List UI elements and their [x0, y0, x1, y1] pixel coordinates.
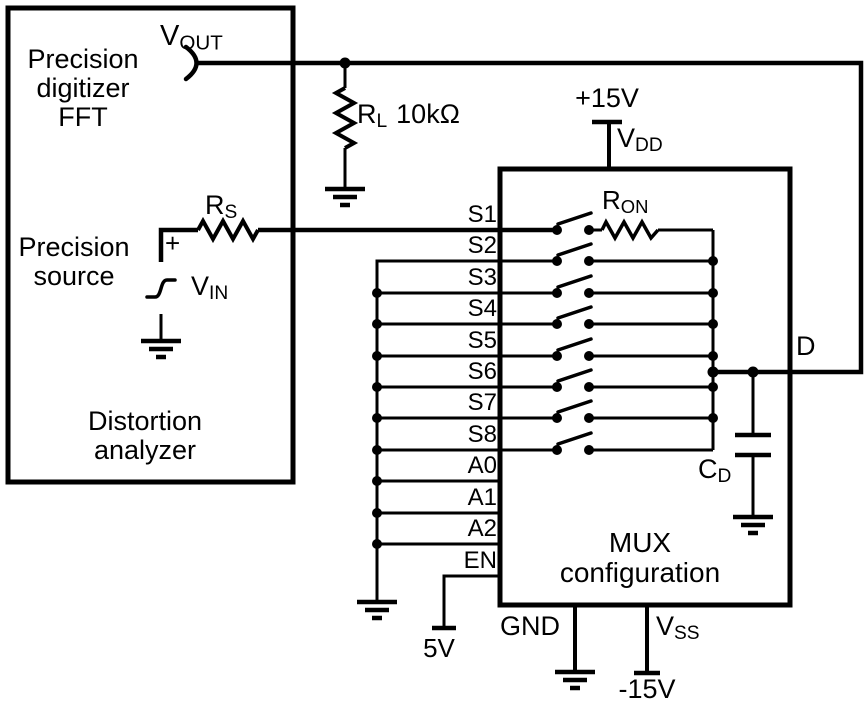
pin-label-s3: S3 — [467, 264, 497, 291]
rl-ground-icon — [325, 186, 365, 208]
pin-label-s4: S4 — [467, 295, 497, 322]
ron-label: RON — [602, 185, 649, 218]
switch-s4-icon — [552, 305, 713, 329]
switch-s5-icon — [552, 337, 713, 361]
input-ground-bus — [375, 259, 557, 602]
en-wire — [442, 574, 500, 628]
switch-s2-icon — [552, 242, 713, 266]
ron-resistor-icon — [600, 218, 660, 242]
switch-s3-icon — [552, 274, 713, 298]
gnd-label: GND — [500, 611, 560, 641]
pin-label-s8: S8 — [467, 421, 497, 448]
vss-label: VSS — [656, 611, 700, 645]
rl-resistor-icon — [331, 86, 359, 150]
pin-label-s5: S5 — [467, 327, 497, 354]
source-plus-sign: + — [165, 228, 181, 258]
junction-dot — [708, 288, 718, 298]
junction-dot — [708, 413, 718, 423]
junction-dot — [372, 413, 382, 423]
pin-label-s1: S1 — [467, 201, 497, 228]
gnd-ground-icon — [555, 669, 595, 691]
junction-dot — [372, 288, 382, 298]
switch-s8-icon — [552, 431, 713, 455]
vout-sub: OUT — [179, 31, 223, 55]
pin-label-s6: S6 — [467, 358, 497, 385]
pin-label-a1: A1 — [467, 484, 497, 511]
bus-ground-icon — [357, 599, 397, 621]
cd-ground-icon — [733, 514, 773, 536]
switch-s6-icon — [552, 368, 713, 392]
pin-label-a0: A0 — [467, 452, 497, 479]
junction-dot — [372, 351, 382, 361]
distortion-analyzer-title: Distortion analyzer — [87, 406, 203, 466]
junction-dot — [372, 476, 382, 486]
source-ground-icon — [141, 338, 181, 360]
pin-label-s7: S7 — [467, 389, 497, 416]
vout-connector-icon — [183, 44, 199, 82]
switch-s7-icon — [552, 399, 713, 423]
junction-dot — [372, 445, 382, 455]
pin-label-en: EN — [463, 547, 497, 574]
5v-label: 5V — [423, 633, 455, 663]
pin-label-s2: S2 — [467, 232, 497, 259]
vout-to-d-wire — [197, 60, 864, 375]
junction-dot — [372, 382, 382, 392]
pin-label-a2: A2 — [467, 515, 497, 542]
source-wire — [158, 227, 198, 262]
switch-s1-icon — [552, 211, 713, 242]
mux-configuration-title: MUX configuration — [559, 527, 721, 589]
source-waveform-icon — [145, 278, 177, 299]
junction-dot — [708, 319, 718, 329]
precision-source-label: Precision source — [18, 232, 130, 292]
vin-label: VIN — [191, 271, 229, 305]
vout-label: VOUT — [160, 20, 223, 55]
distortion-analyzer-box — [5, 5, 296, 485]
vdd-label: VDD — [617, 123, 663, 157]
junction-dot — [372, 319, 382, 329]
junction-dot — [372, 539, 382, 549]
rs-resistor-icon — [196, 216, 260, 244]
vout-base: V — [160, 20, 180, 52]
junction-dot — [708, 382, 718, 392]
d-pin-label: D — [796, 331, 816, 361]
junction-dot — [708, 351, 718, 361]
minus15v-label: -15V — [618, 674, 676, 702]
cd-label: CD — [698, 454, 732, 488]
junction-dot — [372, 508, 382, 518]
precision-digitizer-label: Precision digitizer FFT — [27, 44, 139, 133]
plus15v-label: +15V — [575, 83, 639, 113]
rs-label: RS — [205, 190, 238, 224]
junction-dot — [708, 256, 718, 266]
